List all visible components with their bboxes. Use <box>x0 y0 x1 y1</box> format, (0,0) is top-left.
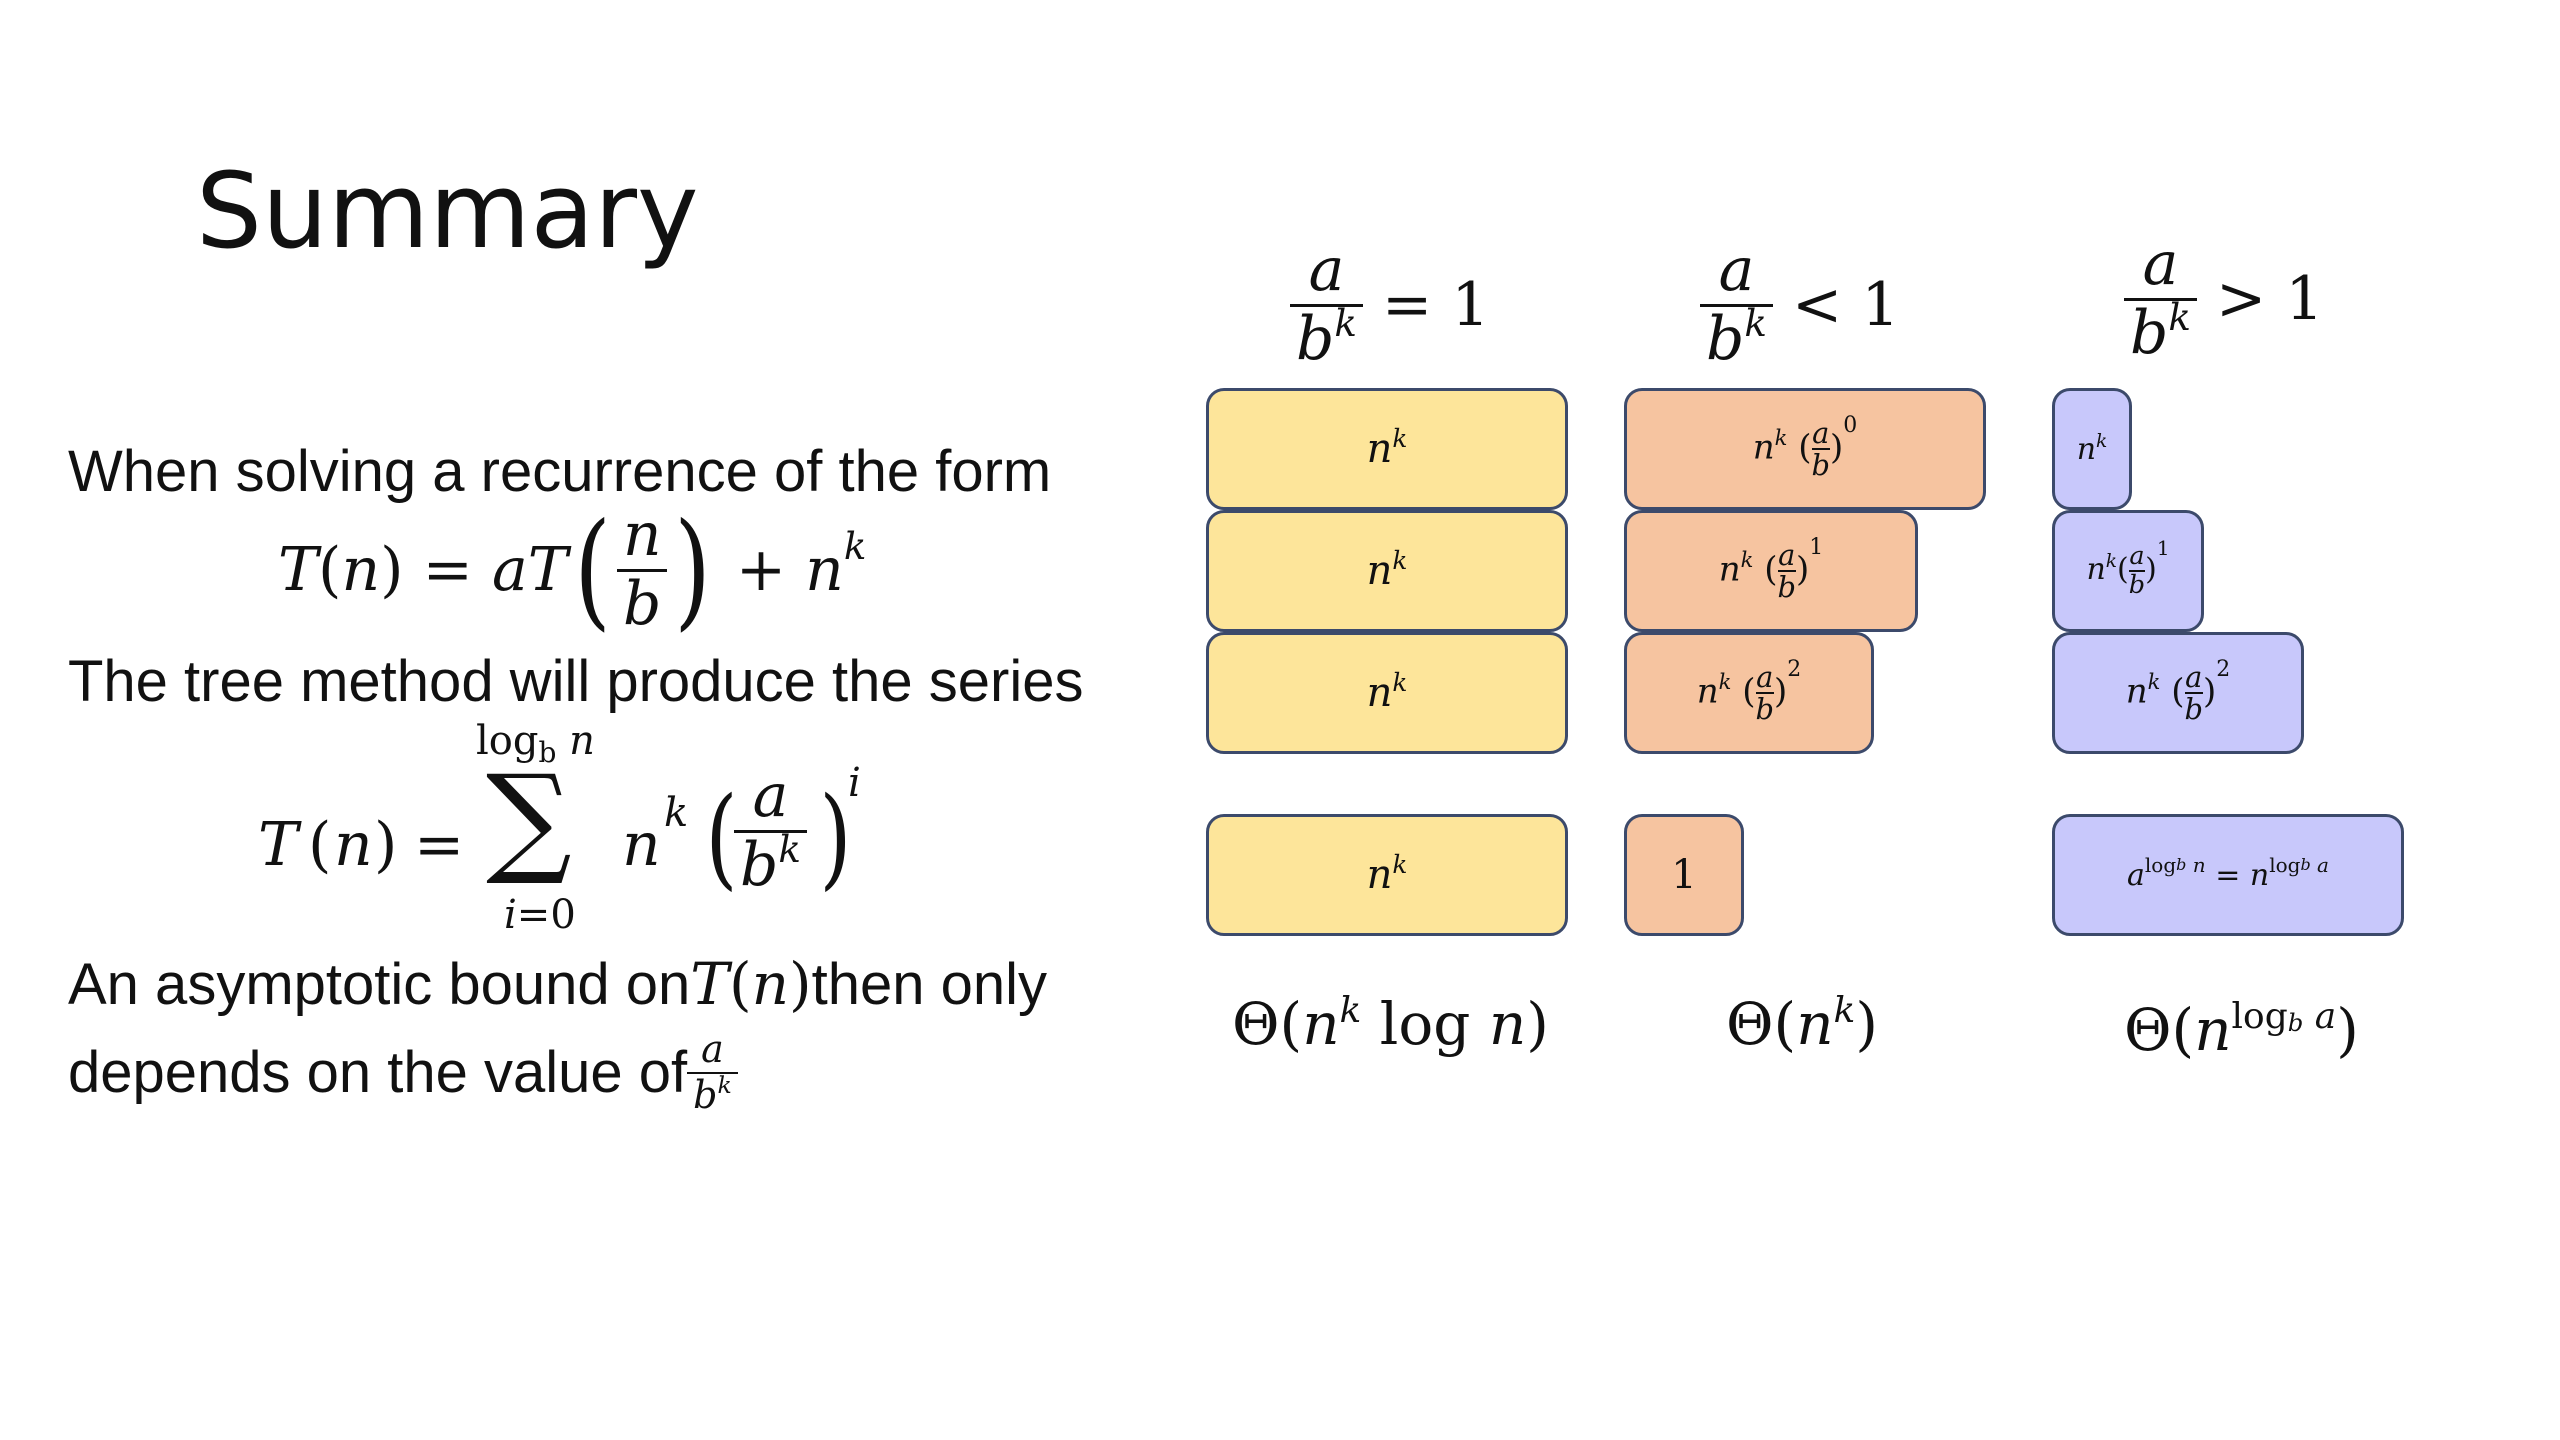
tree-method-text: The tree method will produce the series <box>68 649 1084 714</box>
yellow-level-1: nk <box>1206 510 1568 632</box>
slide-title: Summary <box>196 150 699 272</box>
yellow-leaf: nk <box>1206 814 1568 936</box>
result-equal: Θ(nk log n) <box>1232 989 1549 1058</box>
orange-leaf: 1 <box>1624 814 1744 936</box>
intro-text: When solving a recurrence of the form <box>68 439 1052 504</box>
yellow-level-2: nk <box>1206 632 1568 754</box>
asymptotic-text: An asymptotic bound on T(n) then only <box>68 950 1048 1018</box>
result-less: Θ(nk) <box>1726 989 1878 1058</box>
yellow-level-0: nk <box>1206 388 1568 510</box>
purple-level-0: nk <box>2052 388 2132 510</box>
purple-leaf: alogb n = nlogb a <box>2052 814 2404 936</box>
result-greater: Θ(nlogb a) <box>2124 995 2359 1064</box>
